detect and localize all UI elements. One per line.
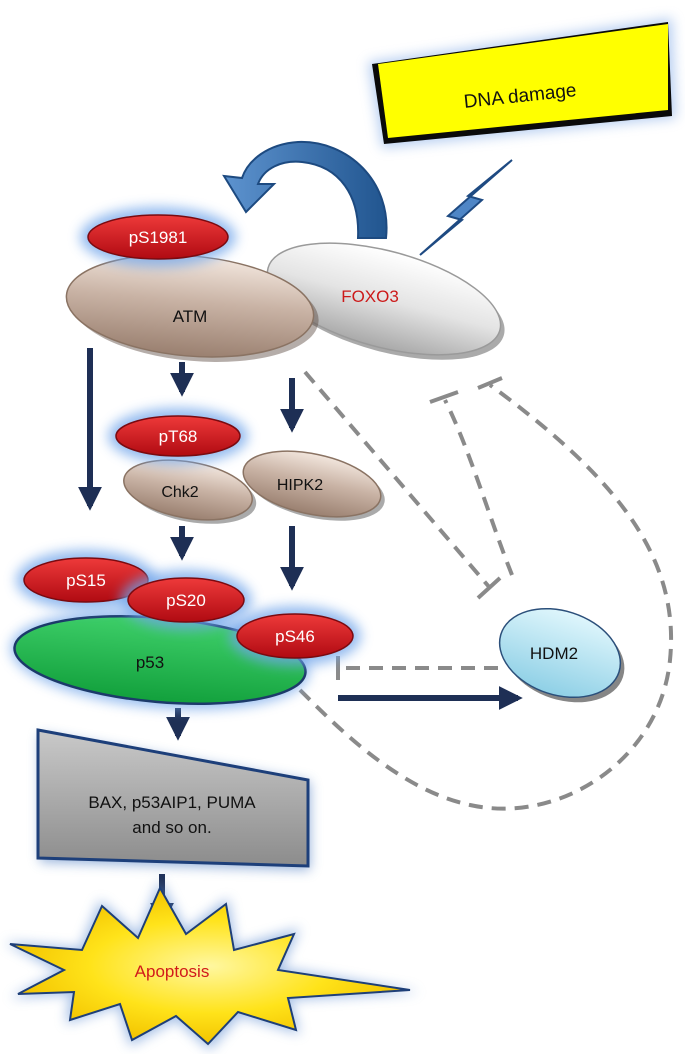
pt68-label: pT68 xyxy=(159,427,198,446)
apoptosis-label: Apoptosis xyxy=(135,962,210,981)
target-genes-line1: BAX, p53AIP1, PUMA xyxy=(88,793,256,812)
ps46-label: pS46 xyxy=(275,627,315,646)
lightning-bolt-icon xyxy=(419,159,513,256)
inhibition-bars xyxy=(336,376,503,680)
foxo3-label: FOXO3 xyxy=(341,287,399,306)
p53-to-foxo3-feedback-line xyxy=(298,383,673,811)
ps15-label: pS15 xyxy=(66,571,106,590)
hipk2-node: HIPK2 xyxy=(242,450,385,521)
pt68-node: pT68 xyxy=(108,408,248,464)
chk2-node: Chk2 xyxy=(123,459,257,524)
hdm2-label: HDM2 xyxy=(530,644,578,663)
dna-damage-node: DNA damage xyxy=(368,18,676,148)
target-genes-line2: and so on. xyxy=(132,818,211,837)
ps20-label: pS20 xyxy=(166,591,206,610)
hdm2-node: HDM2 xyxy=(498,607,625,703)
p53-label: p53 xyxy=(136,653,164,672)
ps20-node: pS20 xyxy=(120,570,252,630)
hdm2-inhibits-foxo3-line-1 xyxy=(443,399,514,576)
foxo3-node: FOXO3 xyxy=(266,242,505,360)
ps46-node: pS46 xyxy=(229,606,361,666)
foxo3-to-hdm2-inhibition-line xyxy=(303,370,492,590)
pathway-arrows xyxy=(78,348,523,927)
hipk2-label: HIPK2 xyxy=(277,477,323,494)
atm-label: ATM xyxy=(173,307,208,326)
atm-node: ATM xyxy=(65,254,319,362)
dashed-interactions xyxy=(298,370,673,811)
ps1981-label: pS1981 xyxy=(129,228,188,247)
apoptosis-node: Apoptosis xyxy=(4,880,420,1050)
ps1981-node: pS1981 xyxy=(80,207,236,267)
target-genes-node: BAX, p53AIP1, PUMA and so on. xyxy=(36,728,310,870)
curved-feedback-arrow xyxy=(222,140,388,239)
chk2-label: Chk2 xyxy=(161,484,198,501)
